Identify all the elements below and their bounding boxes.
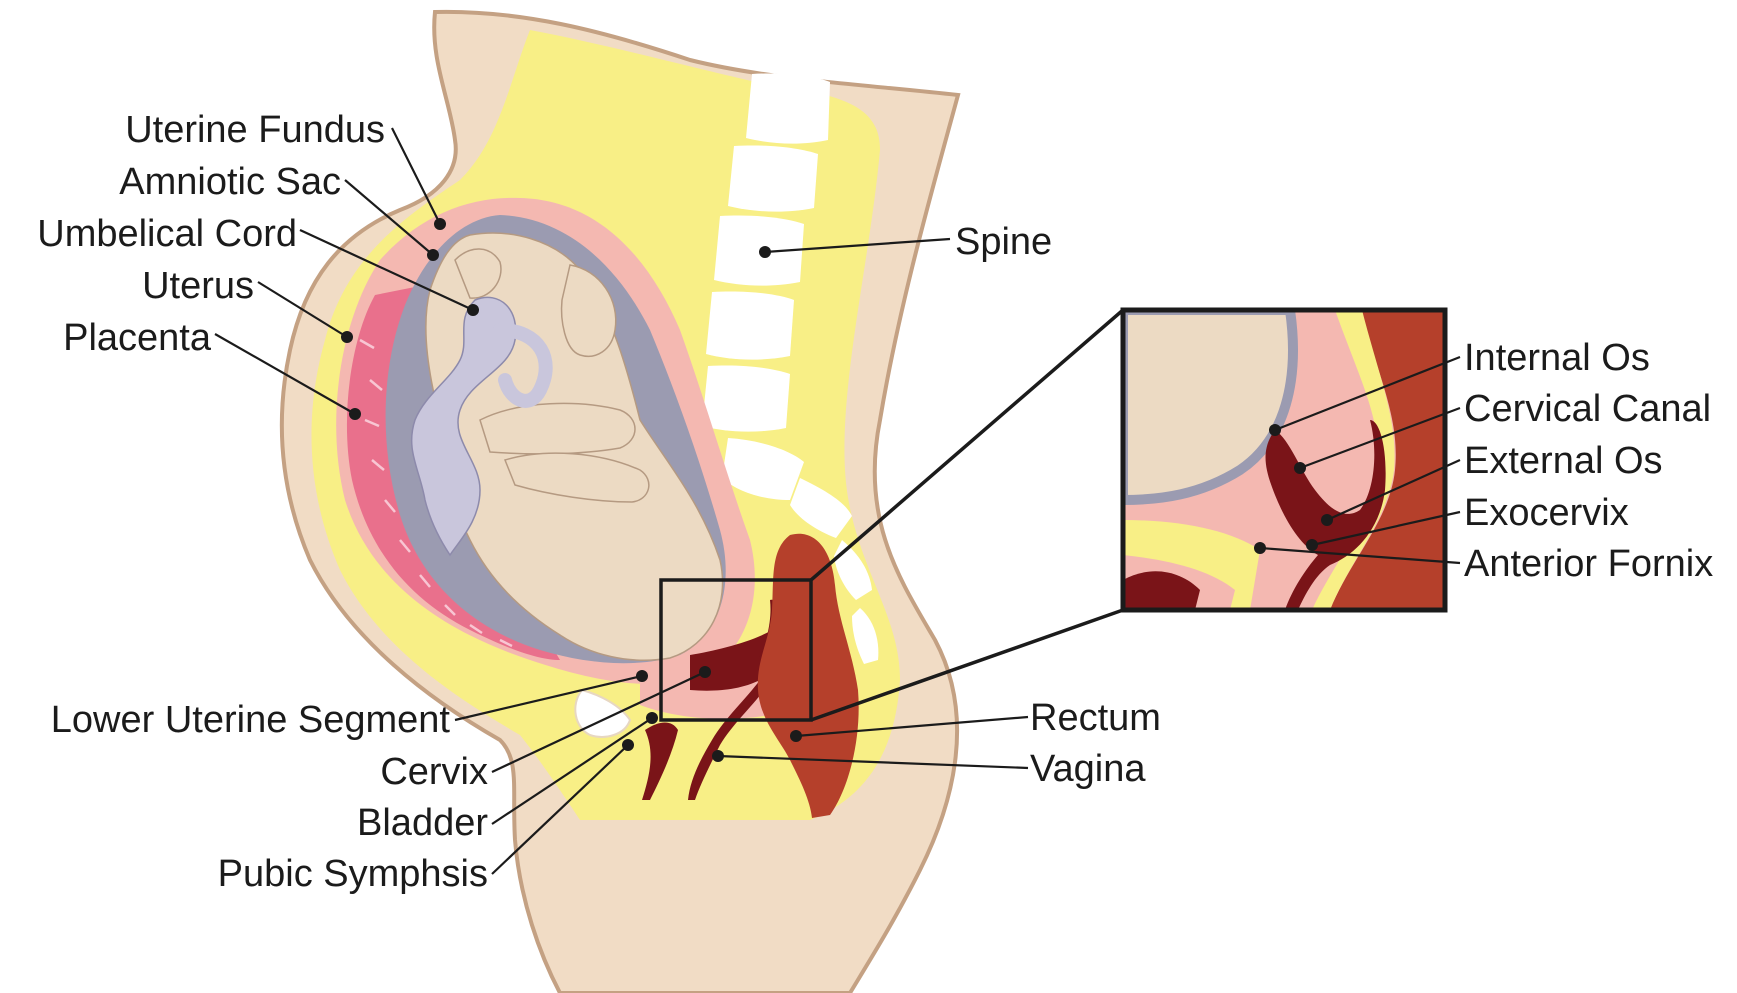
label-internal-os: Internal Os: [1464, 337, 1650, 379]
label-bladder: Bladder: [357, 802, 488, 844]
label-uterine-fundus: Uterine Fundus: [125, 109, 385, 151]
vertebra: [746, 73, 830, 143]
label-placenta: Placenta: [63, 317, 212, 359]
vertebra: [728, 145, 818, 211]
vertebra: [706, 291, 794, 359]
vertebra: [702, 365, 790, 431]
label-exocervix: Exocervix: [1464, 492, 1629, 534]
label-vagina: Vagina: [1030, 748, 1146, 790]
label-anterior-fornix: Anterior Fornix: [1464, 543, 1713, 585]
label-amniotic-sac: Amniotic Sac: [119, 161, 341, 203]
zoom-inset: [1123, 310, 1445, 610]
label-pubic-symphysis: Pubic Symphsis: [218, 853, 488, 895]
label-cervical-canal: Cervical Canal: [1464, 388, 1711, 430]
label-cervix: Cervix: [380, 751, 488, 793]
label-umbilical-cord: Umbelical Cord: [37, 213, 297, 255]
label-external-os: External Os: [1464, 440, 1663, 482]
label-rectum: Rectum: [1030, 697, 1161, 739]
label-lower-uterine-segment: Lower Uterine Segment: [51, 699, 451, 741]
label-spine: Spine: [955, 221, 1052, 263]
label-uterus: Uterus: [142, 265, 254, 307]
